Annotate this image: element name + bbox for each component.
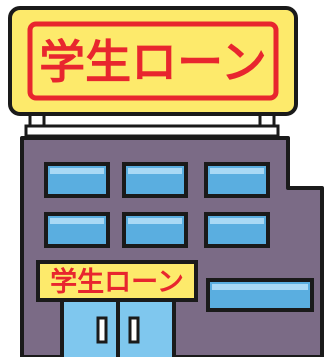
window-highlight: [212, 284, 308, 290]
window-highlight: [210, 168, 264, 174]
billboard-base: [24, 124, 280, 138]
window-highlight: [128, 168, 182, 174]
window-highlight: [210, 218, 264, 224]
window-highlight: [50, 218, 104, 224]
entrance: [60, 298, 176, 357]
billboard-text: 学生ローン: [39, 35, 267, 89]
billboard-inner-frame: [27, 21, 279, 101]
window-highlight: [128, 218, 182, 224]
window-highlight: [50, 168, 104, 174]
billboard-board: [8, 6, 298, 116]
billboard-posts: [24, 110, 280, 142]
billboard: 学生ローン: [8, 6, 298, 116]
windows: [44, 162, 314, 312]
door-handle-left: [96, 316, 108, 344]
storefront-sign: 学生ローン: [36, 260, 198, 302]
storefront-sign-text: 学生ローン: [50, 266, 184, 298]
door-handle-right: [128, 316, 140, 344]
